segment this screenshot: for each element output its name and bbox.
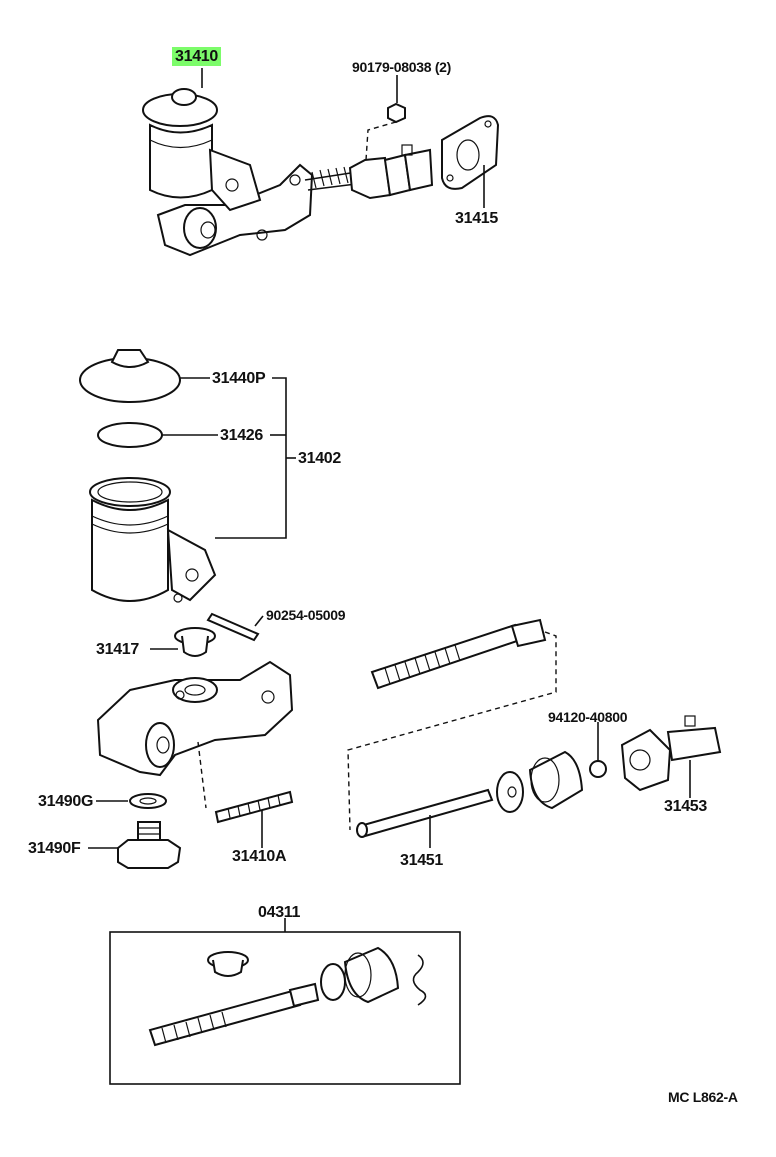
cylinder-body-drawing (96, 660, 294, 809)
part-label-90179-08038: 90179-08038 (2) (352, 59, 452, 75)
stud-drawing (214, 790, 294, 848)
pin-drawing (206, 612, 264, 642)
piston-spring-drawing (347, 618, 557, 831)
part-label-31417: 31417 (96, 641, 139, 658)
part-label-04311: 04311 (258, 904, 301, 921)
grommet-drawing (150, 627, 216, 657)
plug-drawing (88, 821, 182, 869)
washer-drawing (96, 793, 167, 809)
part-label-90254-05009: 90254-05009 (266, 607, 346, 623)
part-label-31490F: 31490F (28, 840, 81, 857)
diagram-code: MC L862-A (668, 1089, 738, 1105)
part-label-31402: 31402 (298, 450, 341, 467)
reservoir-cap-drawing (79, 349, 210, 403)
clevis-drawing (620, 715, 722, 798)
part-label-31415: 31415 (455, 210, 498, 227)
kit-drawing (109, 918, 461, 1085)
master-cylinder-assembly-drawing (142, 68, 500, 257)
boot-drawing (496, 750, 584, 813)
part-label-31440P: 31440P (212, 370, 266, 387)
part-label-31490G: 31490G (38, 793, 94, 810)
bracket-31402 (215, 377, 287, 539)
part-label-31451: 31451 (400, 852, 443, 869)
push-rod-drawing (356, 788, 494, 848)
part-label-31410A: 31410A (232, 848, 287, 865)
part-label-31426: 31426 (220, 427, 263, 444)
nut-drawing (589, 722, 607, 778)
part-label-31410: 31410 (172, 47, 221, 66)
diaphragm-drawing (97, 422, 218, 448)
reservoir-drawing (89, 477, 217, 603)
part-label-94120-40800: 94120-40800 (548, 709, 628, 725)
part-label-31453: 31453 (664, 798, 707, 815)
